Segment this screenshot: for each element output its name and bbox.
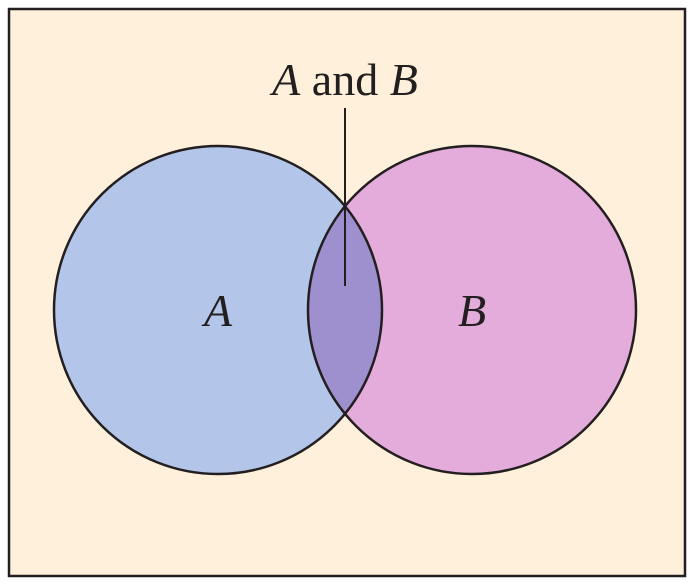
title-b: B bbox=[390, 54, 418, 105]
set-b-circle bbox=[308, 146, 636, 474]
intersection-title: A and B bbox=[269, 54, 418, 105]
title-a: A bbox=[269, 54, 301, 105]
set-b-outline bbox=[306, 144, 638, 476]
set-a-label: A bbox=[201, 285, 233, 336]
set-b-label: B bbox=[458, 285, 486, 336]
set-a-outline bbox=[52, 144, 384, 476]
title-conjunction: and bbox=[300, 54, 389, 105]
set-a-circle bbox=[54, 146, 382, 474]
